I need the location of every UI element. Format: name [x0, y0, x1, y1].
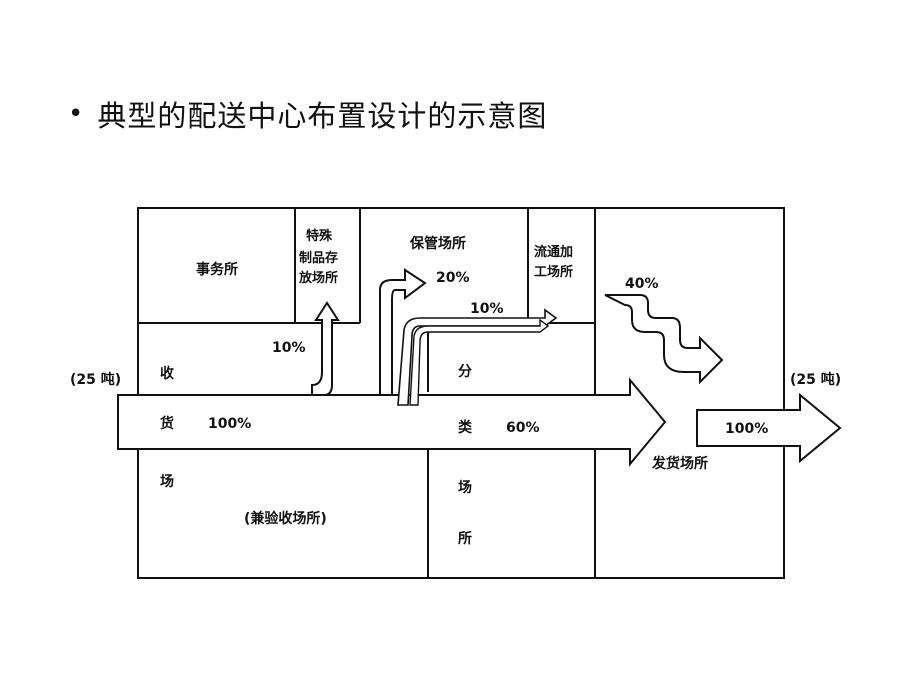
processing-flow-arrow-1 — [397, 308, 558, 406]
shipping-percent: 100% — [725, 421, 768, 437]
special-storage-line-1: 特殊 — [306, 228, 333, 244]
processing-line-1: 流通加 — [534, 244, 573, 260]
sorting-percent: 60% — [506, 420, 540, 436]
storage-percent: 20% — [436, 270, 470, 286]
bullet-icon: • — [68, 99, 84, 129]
direct-flow-arrow — [604, 294, 724, 385]
facility-outline — [137, 207, 785, 579]
sorting-char-2: 类 — [458, 419, 473, 436]
shipping-flow-arrow — [696, 392, 842, 464]
sorting-char-4: 所 — [458, 530, 472, 547]
receiving-char-3: 场 — [160, 474, 174, 490]
processing-line-2: 工场所 — [534, 264, 573, 280]
direct-percent: 40% — [625, 276, 659, 292]
receiving-char-2: 货 — [159, 415, 174, 432]
inflow-label: (25 吨) — [70, 371, 121, 388]
slide-title-row: • 典型的配送中心布置设计的示意图 — [68, 92, 547, 136]
outflow-label: (25 吨) — [790, 371, 841, 388]
slide-title: 典型的配送中心布置设计的示意图 — [97, 99, 548, 133]
receiving-sub-label: (兼验收场所) — [244, 510, 327, 527]
processing-flow-arrow-2 — [409, 318, 550, 406]
special-storage-line-3: 放场所 — [298, 270, 338, 286]
office-label: 事务所 — [196, 261, 238, 278]
special-percent: 10% — [272, 340, 306, 356]
sorting-char-1: 分 — [458, 364, 472, 380]
special-flow-arrow — [311, 301, 340, 396]
storage-flow-arrow — [379, 268, 427, 396]
main-percent: 100% — [208, 416, 251, 432]
sorting-char-3: 场 — [458, 480, 472, 496]
special-storage-line-2: 制品存 — [299, 250, 338, 266]
processing-percent: 10% — [470, 301, 504, 317]
storage-label: 保管场所 — [409, 235, 466, 252]
main-flow-arrow — [117, 377, 667, 467]
receiving-char-1: 收 — [160, 365, 175, 382]
shipping-label: 发货场所 — [651, 455, 708, 472]
